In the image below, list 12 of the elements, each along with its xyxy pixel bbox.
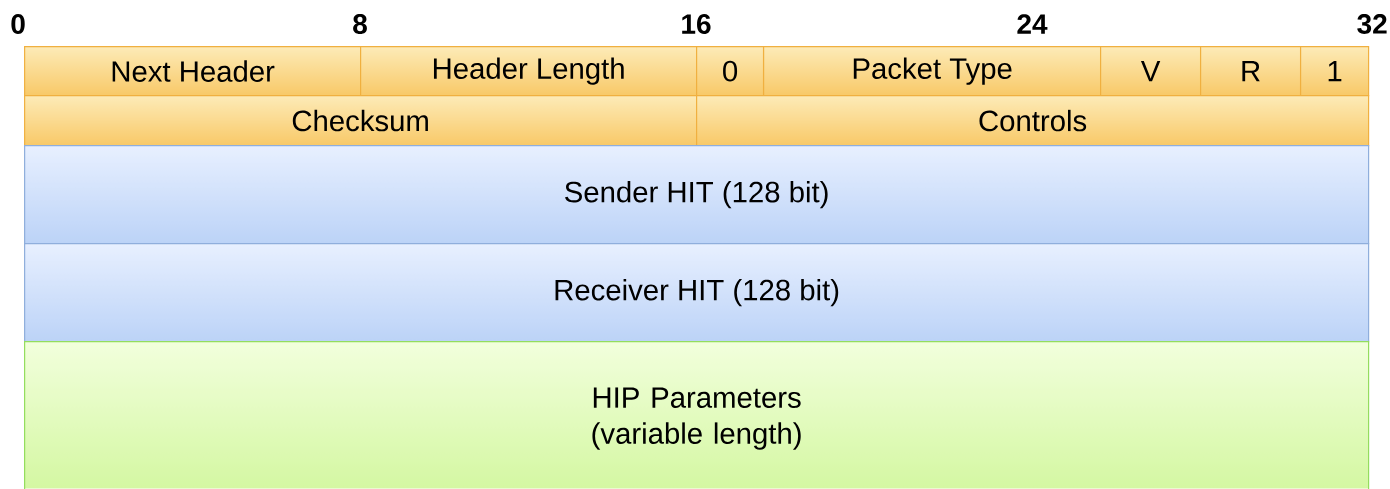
bit-position: 24 <box>1017 14 1048 34</box>
bit-position: 16 <box>682 14 711 34</box>
bit-position: 0 <box>11 14 25 34</box>
header-field: 0 <box>696 46 765 97</box>
header-field: V <box>1100 46 1202 97</box>
parameters-field: HIP Parameters (variable length) <box>24 341 1370 489</box>
header-field: R <box>1200 46 1302 97</box>
bit-position: 8 <box>353 14 367 34</box>
bit-position: 32 <box>1357 14 1387 34</box>
header-field: Next Header <box>24 46 362 97</box>
header-field: 1 <box>1300 46 1370 97</box>
address-field: Receiver HIT (128 bit) <box>24 243 1370 343</box>
